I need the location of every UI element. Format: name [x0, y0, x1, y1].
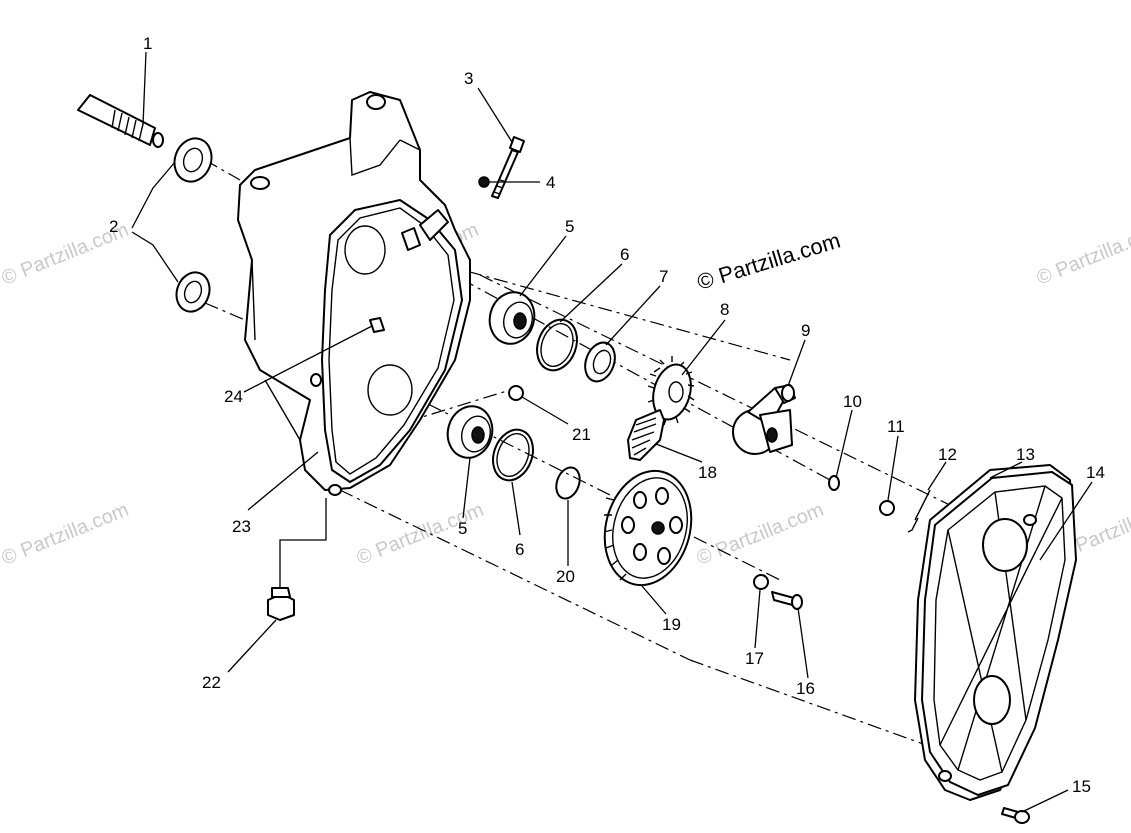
watermark-main: © Partzilla.com [694, 228, 843, 295]
part-16-bolt [771, 591, 803, 610]
label-19: 19 [662, 615, 681, 634]
label-5-lower: 5 [458, 519, 467, 538]
part-18-chain [627, 409, 665, 461]
label-6-lower: 6 [515, 540, 524, 559]
part-22-drain-plug [267, 587, 295, 621]
label-16: 16 [796, 679, 815, 698]
label-5-upper: 5 [565, 217, 574, 236]
part-2-seals [173, 137, 213, 313]
part-3-bolt [491, 136, 525, 199]
part-number-labels: 1 2 3 4 5 6 7 8 9 10 11 12 13 14 15 16 1… [109, 34, 1105, 796]
label-12: 12 [938, 445, 957, 464]
label-9: 9 [801, 321, 810, 340]
label-21: 21 [572, 425, 591, 444]
part-10-washer [828, 475, 840, 491]
label-7: 7 [659, 267, 668, 286]
part-6-ring-lower-inner [496, 432, 530, 478]
part-4-nut [478, 176, 490, 188]
part-5-bearing-lower [446, 405, 494, 459]
watermark-faint: © Partzilla.com [1034, 219, 1131, 290]
part-9-tensioner [732, 384, 796, 455]
label-1: 1 [143, 34, 152, 53]
part-6-ring-lower [492, 428, 534, 482]
label-22: 22 [202, 673, 221, 692]
part-1-shaft [77, 94, 164, 148]
part-5-bearing-upper [488, 291, 536, 345]
label-4: 4 [546, 173, 555, 192]
label-8: 8 [720, 300, 729, 319]
label-20: 20 [556, 567, 575, 586]
part-11-nut [879, 500, 895, 516]
label-15: 15 [1072, 777, 1091, 796]
part-6-ring-upper [536, 318, 578, 372]
label-10: 10 [843, 392, 862, 411]
label-3: 3 [464, 69, 473, 88]
leader-lines [131, 51, 1093, 813]
part-12-cotter-pin [907, 489, 931, 533]
part-24-pin [369, 227, 421, 333]
watermark-faint: © Partzilla.com [0, 499, 132, 570]
part-19-gear [603, 469, 693, 587]
part-7-spacer [584, 341, 616, 383]
part-15-screw [1001, 807, 1030, 824]
label-24: 24 [224, 387, 243, 406]
label-6-upper: 6 [620, 245, 629, 264]
part-20-washer [555, 466, 581, 500]
label-14: 14 [1086, 463, 1105, 482]
part-23-chaincase [237, 91, 471, 496]
label-2: 2 [109, 217, 118, 236]
label-18: 18 [698, 463, 717, 482]
part-14-cover [921, 471, 1077, 796]
part-21-nut [508, 385, 524, 401]
label-13: 13 [1016, 445, 1035, 464]
label-17: 17 [745, 649, 764, 668]
part-6-ring-upper-inner [540, 322, 574, 368]
label-11: 11 [887, 417, 905, 436]
watermark-faint: © Partzilla.com [694, 499, 827, 570]
label-23: 23 [232, 517, 251, 536]
part-17-washer [753, 574, 769, 590]
